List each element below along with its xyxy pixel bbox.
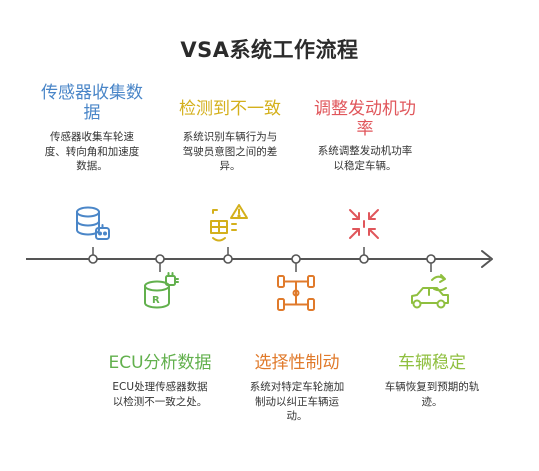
timeline-node-3 [223, 254, 233, 264]
step-2-title: ECU分析数据 [108, 353, 212, 373]
step-2-description: ECU处理传感器数据 以检测不一致之处。 [90, 380, 230, 409]
step-3-desc-line3: 异。 [219, 160, 241, 172]
step-5-title-line2: 率 [356, 119, 374, 139]
ecu-chip-icon: R [144, 272, 179, 309]
step-4-desc-line3: 动。 [286, 410, 308, 422]
step-3-desc-line2: 驾驶员意图之间的差 [182, 145, 278, 158]
step-5-desc-line2: 以稳定车辆。 [333, 159, 397, 172]
step-3-description: 系统识别车辆行为与 驾驶员意图之间的差 异。 [160, 130, 300, 174]
step-1-title-line2: 据 [83, 103, 101, 123]
step-3-title: 检测到不一致 [179, 99, 281, 119]
step-1-desc-line2: 度、转向角和加速度 [44, 145, 140, 158]
step-6-desc-line2: 迹。 [421, 395, 443, 408]
step-4-title: 选择性制动 [254, 353, 340, 373]
step-6-desc-line1: 车辆恢复到预期的轨 [384, 381, 480, 393]
step-5-description: 系统调整发动机功率 以稳定车辆。 [295, 144, 435, 173]
timeline-node-2 [155, 254, 165, 264]
step-1-title: 传感器收集数 据 [22, 83, 162, 123]
step-2-desc-line1: ECU处理传感器数据 [112, 381, 208, 393]
step-1-description: 传感器收集车轮速 度、转向角和加速度 数据。 [22, 130, 162, 174]
svg-text:R: R [152, 295, 160, 306]
timeline-node-5 [359, 254, 369, 264]
step-1-title-line1: 传感器收集数 [41, 83, 143, 103]
timeline-arrowhead [481, 250, 493, 268]
step-1-desc-line1: 传感器收集车轮速 [50, 131, 134, 143]
database-robot-icon [76, 206, 110, 240]
page-title: VSA系统工作流程 [180, 38, 359, 62]
timeline-node-6 [426, 254, 436, 264]
step-1-desc-line3: 数据。 [76, 160, 108, 172]
axle-brake-icon [277, 275, 315, 311]
step-6-title: 车辆稳定 [398, 353, 466, 373]
step-4-desc-line2: 制动以纠正车辆运 [255, 395, 339, 408]
warning-monitor-icon [210, 204, 248, 242]
step-6-description: 车辆恢复到预期的轨 迹。 [362, 380, 502, 409]
step-5-desc-line1: 系统调整发动机功率 [317, 145, 413, 157]
stable-car-icon [411, 274, 449, 309]
timeline-node-1 [88, 254, 98, 264]
step-5-title: 调整发动机功 率 [295, 99, 435, 139]
step-4-desc-line1: 系统对特定车轮施加 [249, 381, 345, 393]
step-5-title-line1: 调整发动机功 [314, 99, 416, 119]
step-4-description: 系统对特定车轮施加 制动以纠正车辆运 动。 [227, 380, 367, 424]
power-adjust-icon [349, 209, 379, 239]
step-3-desc-line1: 系统识别车辆行为与 [182, 131, 278, 143]
step-2-desc-line2: 以检测不一致之处。 [112, 395, 208, 408]
timeline-node-4 [291, 254, 301, 264]
